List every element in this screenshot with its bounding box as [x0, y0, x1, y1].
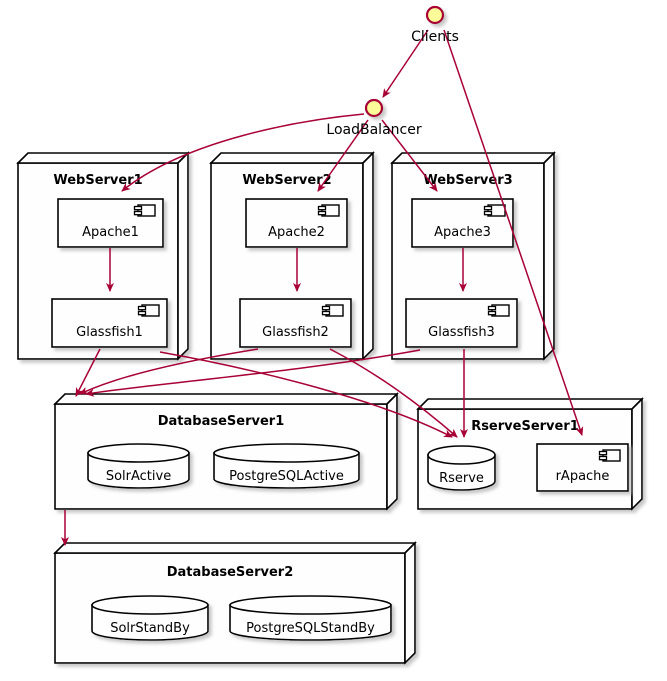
component-icon	[487, 304, 510, 317]
node-title: DatabaseServer1	[158, 414, 285, 429]
artifact-label: rApache	[556, 469, 610, 484]
artifact-label: Apache3	[434, 225, 491, 240]
artifact-label: Glassfish2	[262, 325, 329, 340]
interface-label: Clients	[411, 29, 459, 45]
artifact-label: Apache2	[268, 225, 325, 240]
artifact-label: SolrActive	[106, 469, 171, 484]
connection-clients-to-rapache	[443, 29, 584, 436]
artifact-label: Glassfish3	[428, 325, 495, 340]
component-icon	[317, 204, 340, 217]
component-icon	[598, 449, 621, 462]
connection-loadbalancer-to-apache3	[381, 119, 438, 192]
interface-loadbalancer[interactable]: LoadBalancer	[326, 98, 422, 138]
artifact-label: Glassfish1	[76, 325, 143, 340]
artifact-label: Rserve	[439, 471, 484, 486]
connection-loadbalancer-to-apache1	[121, 113, 365, 192]
node-title: WebServer2	[242, 173, 331, 188]
connection-glassfish2-to-rserve	[329, 348, 458, 438]
artifact-label: Apache1	[82, 225, 139, 240]
nodes-layer: WebServer1Apache1Glassfish1WebServer2Apa…	[16, 151, 644, 665]
node-title: WebServer1	[53, 173, 142, 188]
node-title: WebServer3	[423, 173, 512, 188]
artifact-label: SolrStandBy	[110, 621, 190, 636]
artifact-label: PostgreSQLActive	[229, 469, 344, 484]
component-icon	[137, 304, 160, 317]
connections-layer	[61, 29, 584, 546]
connection-clients-to-loadbalancer	[382, 29, 429, 98]
artifact-label: PostgreSQLStandBy	[246, 621, 375, 636]
connection-glassfish2-to-databaseserver1	[79, 348, 259, 395]
connection-glassfish3-to-databaseserver1	[85, 349, 421, 397]
node-title: RserveServer1	[471, 419, 579, 434]
component-icon	[321, 304, 344, 317]
component-icon	[483, 204, 506, 217]
interface-clients[interactable]: Clients	[411, 5, 459, 45]
interface-label: LoadBalancer	[326, 122, 421, 138]
connection-loadbalancer-to-apache2	[317, 119, 369, 192]
node-title: DatabaseServer2	[167, 565, 294, 580]
component-icon	[133, 204, 156, 217]
